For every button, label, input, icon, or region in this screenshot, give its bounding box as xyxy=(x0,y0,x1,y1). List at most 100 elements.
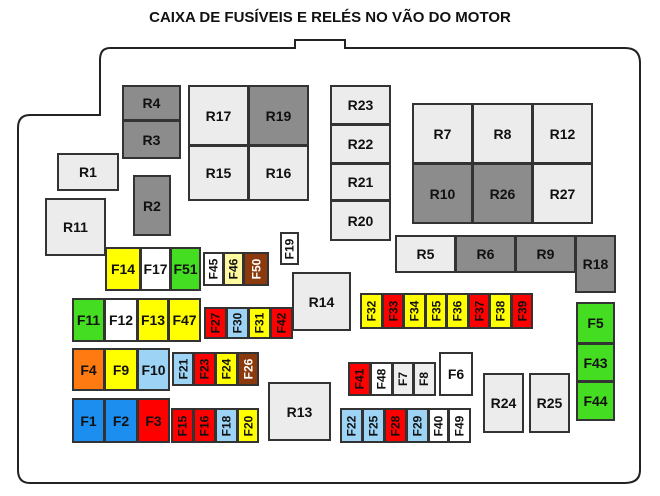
fuse-f18: F18 xyxy=(215,408,238,443)
fuse-f26: F26 xyxy=(237,352,259,386)
relay-label: R13 xyxy=(286,403,313,420)
fuse-label: F14 xyxy=(110,261,136,277)
fuse-label: F4 xyxy=(80,361,97,378)
fuse-label: F18 xyxy=(219,415,234,436)
relay-label: R26 xyxy=(489,185,516,202)
fuse-f21: F21 xyxy=(172,352,194,386)
relay-r23: R23 xyxy=(330,85,391,125)
fuse-f47: F47 xyxy=(168,298,201,342)
fuse-f29: F29 xyxy=(406,408,429,443)
relay-label: R23 xyxy=(347,97,374,113)
fuse-f49: F49 xyxy=(448,408,471,443)
fuse-f37: F37 xyxy=(468,293,490,329)
relay-r1: R1 xyxy=(57,153,119,191)
relay-r6: R6 xyxy=(455,235,516,273)
fuse-f36: F36 xyxy=(446,293,469,329)
fuse-f15: F15 xyxy=(171,408,194,443)
fuse-label: F3 xyxy=(145,412,162,429)
fuse-label: F11 xyxy=(76,312,101,328)
fuse-f51: F51 xyxy=(170,247,201,291)
fuse-f48: F48 xyxy=(370,362,393,396)
fuse-label: F17 xyxy=(143,261,168,277)
fuse-label: F51 xyxy=(173,261,198,277)
fuse-f27: F27 xyxy=(204,307,227,339)
fuse-f19: F19 xyxy=(280,232,299,265)
relay-label: R20 xyxy=(347,212,374,229)
relay-r15: R15 xyxy=(188,145,249,201)
relay-label: R22 xyxy=(347,136,374,152)
fuse-label: F50 xyxy=(249,258,263,280)
fuse-f42: F42 xyxy=(270,307,293,339)
relay-label: R14 xyxy=(308,293,335,310)
relay-r22: R22 xyxy=(330,124,391,164)
fuse-f46: F46 xyxy=(223,252,244,286)
fuse-f23: F23 xyxy=(193,352,216,386)
relay-r8: R8 xyxy=(472,103,533,164)
fuse-label: F5 xyxy=(587,315,604,331)
fuse-label: F2 xyxy=(112,412,130,429)
relay-label: R10 xyxy=(429,185,456,202)
fuse-f28: F28 xyxy=(384,408,407,443)
relay-r24: R24 xyxy=(483,373,524,433)
fuse-label: F35 xyxy=(429,300,443,322)
relay-r14: R14 xyxy=(292,272,351,331)
relay-r21: R21 xyxy=(330,163,391,201)
fuse-f31: F31 xyxy=(248,307,271,339)
fuse-label: F37 xyxy=(472,300,486,322)
fuse-f9: F9 xyxy=(104,348,138,391)
fuse-label: F30 xyxy=(230,312,245,334)
fuse-f1: F1 xyxy=(72,398,105,443)
fuse-label: F8 xyxy=(417,371,432,387)
relay-label: R8 xyxy=(493,125,512,142)
fuse-f39: F39 xyxy=(511,293,533,329)
fuse-f12: F12 xyxy=(104,298,138,342)
fuse-f14: F14 xyxy=(105,247,141,291)
fuse-f13: F13 xyxy=(137,298,169,342)
fuse-f43: F43 xyxy=(576,343,615,382)
fuse-label: F28 xyxy=(388,415,403,436)
fuse-label: F45 xyxy=(206,258,221,280)
fuse-label: F38 xyxy=(493,300,508,322)
relay-label: R6 xyxy=(476,246,495,262)
fuse-f33: F33 xyxy=(382,293,404,329)
relay-r5: R5 xyxy=(395,235,456,273)
fuse-f17: F17 xyxy=(140,247,171,291)
fuse-f40: F40 xyxy=(428,408,449,443)
fuse-label: F49 xyxy=(452,415,467,436)
relay-label: R24 xyxy=(490,395,517,411)
fuse-label: F7 xyxy=(395,371,410,387)
relay-label: R27 xyxy=(549,185,576,202)
fuse-f8: F8 xyxy=(413,362,436,396)
fuse-f35: F35 xyxy=(425,293,447,329)
relay-r27: R27 xyxy=(532,163,593,224)
relay-label: R25 xyxy=(536,395,563,411)
fuse-f11: F11 xyxy=(72,298,105,342)
fuse-label: F44 xyxy=(583,393,608,409)
fuse-label: F34 xyxy=(407,300,422,322)
relay-r18: R18 xyxy=(575,235,616,293)
fuse-label: F48 xyxy=(374,368,389,390)
fuse-label: F31 xyxy=(252,312,267,334)
fuse-label: F19 xyxy=(282,238,297,259)
relay-label: R19 xyxy=(265,107,292,124)
relay-r17: R17 xyxy=(188,85,249,146)
relay-r7: R7 xyxy=(412,103,473,164)
diagram-title: CAIXA DE FUSÍVEIS E RELÉS NO VÃO DO MOTO… xyxy=(149,9,511,26)
fuse-f32: F32 xyxy=(360,293,383,329)
relay-label: R16 xyxy=(265,165,292,181)
fuse-label: F15 xyxy=(175,415,190,436)
fuse-label: F10 xyxy=(141,361,166,378)
fuse-label: F42 xyxy=(274,312,289,334)
fuse-f38: F38 xyxy=(489,293,512,329)
fuse-f22: F22 xyxy=(340,408,363,443)
fuse-label: F12 xyxy=(108,312,134,328)
fuse-f50: F50 xyxy=(243,252,269,286)
fuse-label: F16 xyxy=(197,415,212,436)
fuse-label: F46 xyxy=(226,258,241,280)
fuse-f34: F34 xyxy=(403,293,426,329)
fuse-f4: F4 xyxy=(72,348,105,391)
fuse-label: F43 xyxy=(583,354,608,371)
fuse-f45: F45 xyxy=(203,252,224,286)
fuse-f20: F20 xyxy=(237,408,259,443)
